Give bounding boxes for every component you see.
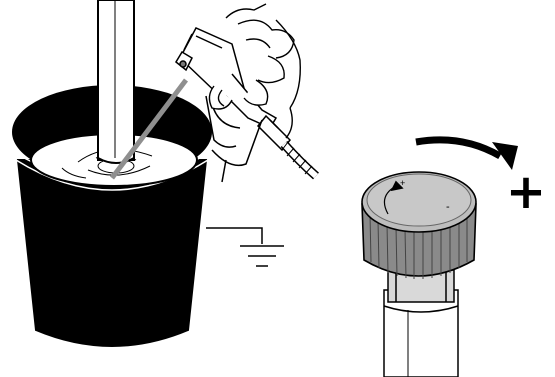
pressure-knob-icon: + - — [362, 172, 476, 279]
increase-label: + — [506, 164, 546, 220]
knob-plus-mark: + — [400, 178, 405, 188]
knob-minus-mark: - — [446, 201, 450, 213]
pressure-knob-group: + — [362, 140, 546, 377]
pump-stem — [384, 270, 458, 377]
flush-scene — [12, 0, 316, 346]
ground-symbol-icon — [206, 228, 284, 266]
clockwise-arrow-icon — [416, 140, 518, 170]
suction-tube-icon — [98, 0, 134, 163]
